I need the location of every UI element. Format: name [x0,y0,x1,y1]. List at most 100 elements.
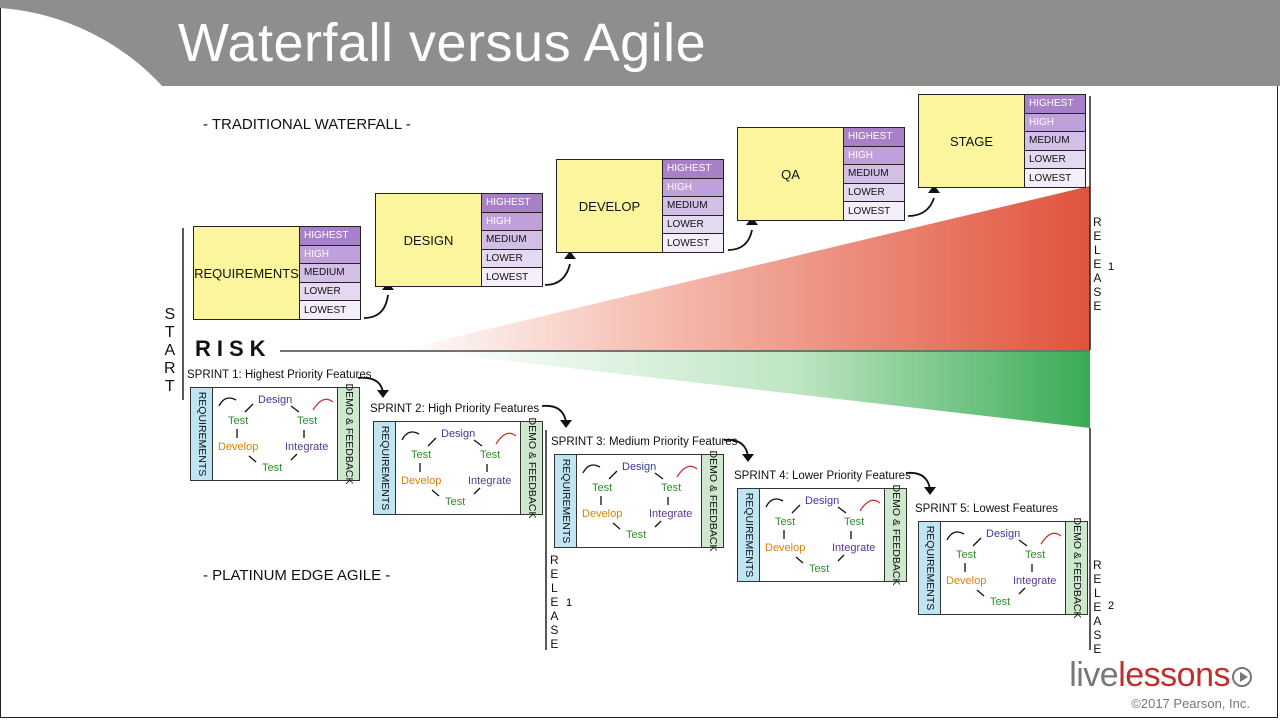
priority-lower: LOWER [300,282,360,302]
agile-risk-wedge [430,352,1090,428]
cycle-test-3: Test [844,516,865,528]
sprint-title: SPRINT 1: Highest Priority Features [187,369,372,381]
sprint-box: REQUIREMENTS DEMO & FEEDBACK Design Test… [918,518,1088,618]
cycle-arrows [946,531,1062,597]
phase-name: DESIGN [375,193,482,287]
cycle-design: Design [622,461,657,473]
cycle-test-2: Test [809,563,830,575]
cycle-design: Design [258,394,293,406]
cycle-test-1: Test [592,482,613,494]
cycle-test-1: Test [228,415,249,427]
priority-medium: MEDIUM [663,197,723,216]
cycle-integrate: Integrate [1013,575,1057,587]
demo-feedback-bar: DEMO & FEEDBACK [337,384,359,484]
requirements-bar: REQUIREMENTS [738,489,760,581]
priority-lowest: LOWEST [482,268,542,286]
arrow-req-design [363,294,389,319]
slide-title: Waterfall versus Agile [178,13,707,73]
sprint-box: REQUIREMENTS DEMO & FEEDBACK Design Test… [554,451,724,551]
priority-highest: HIGHEST [1025,95,1085,114]
phase-name: DEVELOP [556,159,663,253]
waterfall-label: - TRADITIONAL WATERFALL - [203,116,411,133]
arrow-sprint3-4 [723,438,749,457]
priority-medium: MEDIUM [482,231,542,250]
cycle-test-2: Test [445,496,466,508]
cycle-design: Design [805,495,840,507]
cycle-test-2: Test [626,529,647,541]
sprint-title: SPRINT 5: Lowest Features [915,503,1058,515]
cycle-develop: Develop [401,475,442,487]
priority-medium: MEDIUM [844,165,904,184]
phase-name: REQUIREMENTS [193,226,300,320]
demo-feedback-bar: DEMO & FEEDBACK [884,485,906,585]
cycle-integrate: Integrate [649,508,693,520]
release2-number: 2 [1108,600,1115,612]
priority-lowest: LOWEST [300,301,360,319]
requirements-bar: REQUIREMENTS [919,522,941,614]
sprint-box: REQUIREMENTS DEMO & FEEDBACK Design Test… [190,384,360,484]
priority-lower: LOWER [663,215,723,235]
cycle-integrate: Integrate [285,441,329,453]
priority-lowest: LOWEST [1025,169,1085,187]
cycle-develop: Develop [218,441,259,453]
cycle-test-1: Test [411,449,432,461]
cycle-develop: Develop [582,508,623,520]
cycle-test-3: Test [480,449,501,461]
sprint-box: REQUIREMENTS DEMO & FEEDBACK Design Test… [373,418,543,518]
requirements-bar: REQUIREMENTS [555,455,577,547]
cycle-integrate: Integrate [832,542,876,554]
arrow-sprint1-2 [357,376,384,393]
arrow-develop-qa [727,229,753,251]
priority-medium: MEDIUM [1025,132,1085,151]
cycle-test-1: Test [775,516,796,528]
sprint-box: REQUIREMENTS DEMO & FEEDBACK Design Test… [737,485,907,585]
priority-high: HIGH [844,146,904,166]
priority-lowest: LOWEST [844,202,904,220]
cycle-design: Design [441,428,476,440]
priority-high: HIGH [482,212,542,232]
priority-lower: LOWER [844,183,904,203]
cycle-test-2: Test [990,596,1011,608]
agile-label: - PLATINUM EDGE AGILE - [203,567,391,584]
phase-name: STAGE [918,94,1025,188]
demo-feedback-bar: DEMO & FEEDBACK [701,451,723,551]
priority-highest: HIGHEST [844,128,904,147]
cycle-test-3: Test [661,482,682,494]
cycle-design: Design [986,528,1021,540]
sprint-title: SPRINT 3: Medium Priority Features [551,436,738,448]
arrow-sprint2-3 [541,404,567,423]
arrow-sprint4-5 [905,471,931,490]
release1-bottom-number: 1 [566,597,573,609]
cycle-test-2: Test [262,462,283,474]
priority-high: HIGH [663,178,723,198]
livelessons-logo: livelessons [1069,656,1252,695]
cycle-test-1: Test [956,549,977,561]
sprint-title: SPRINT 2: High Priority Features [370,403,540,415]
cycle-arrows [401,431,517,497]
cycle-integrate: Integrate [468,475,512,487]
risk-label: RISK [195,336,272,361]
phase-name: QA [737,127,844,221]
priority-highest: HIGHEST [663,160,723,179]
play-icon [1232,667,1252,688]
cycle-test-3: Test [1025,549,1046,561]
arrow-design-develop [544,263,571,286]
copyright: ©2017 Pearson, Inc. [1131,696,1250,711]
priority-high: HIGH [300,245,360,265]
priority-highest: HIGHEST [482,194,542,213]
